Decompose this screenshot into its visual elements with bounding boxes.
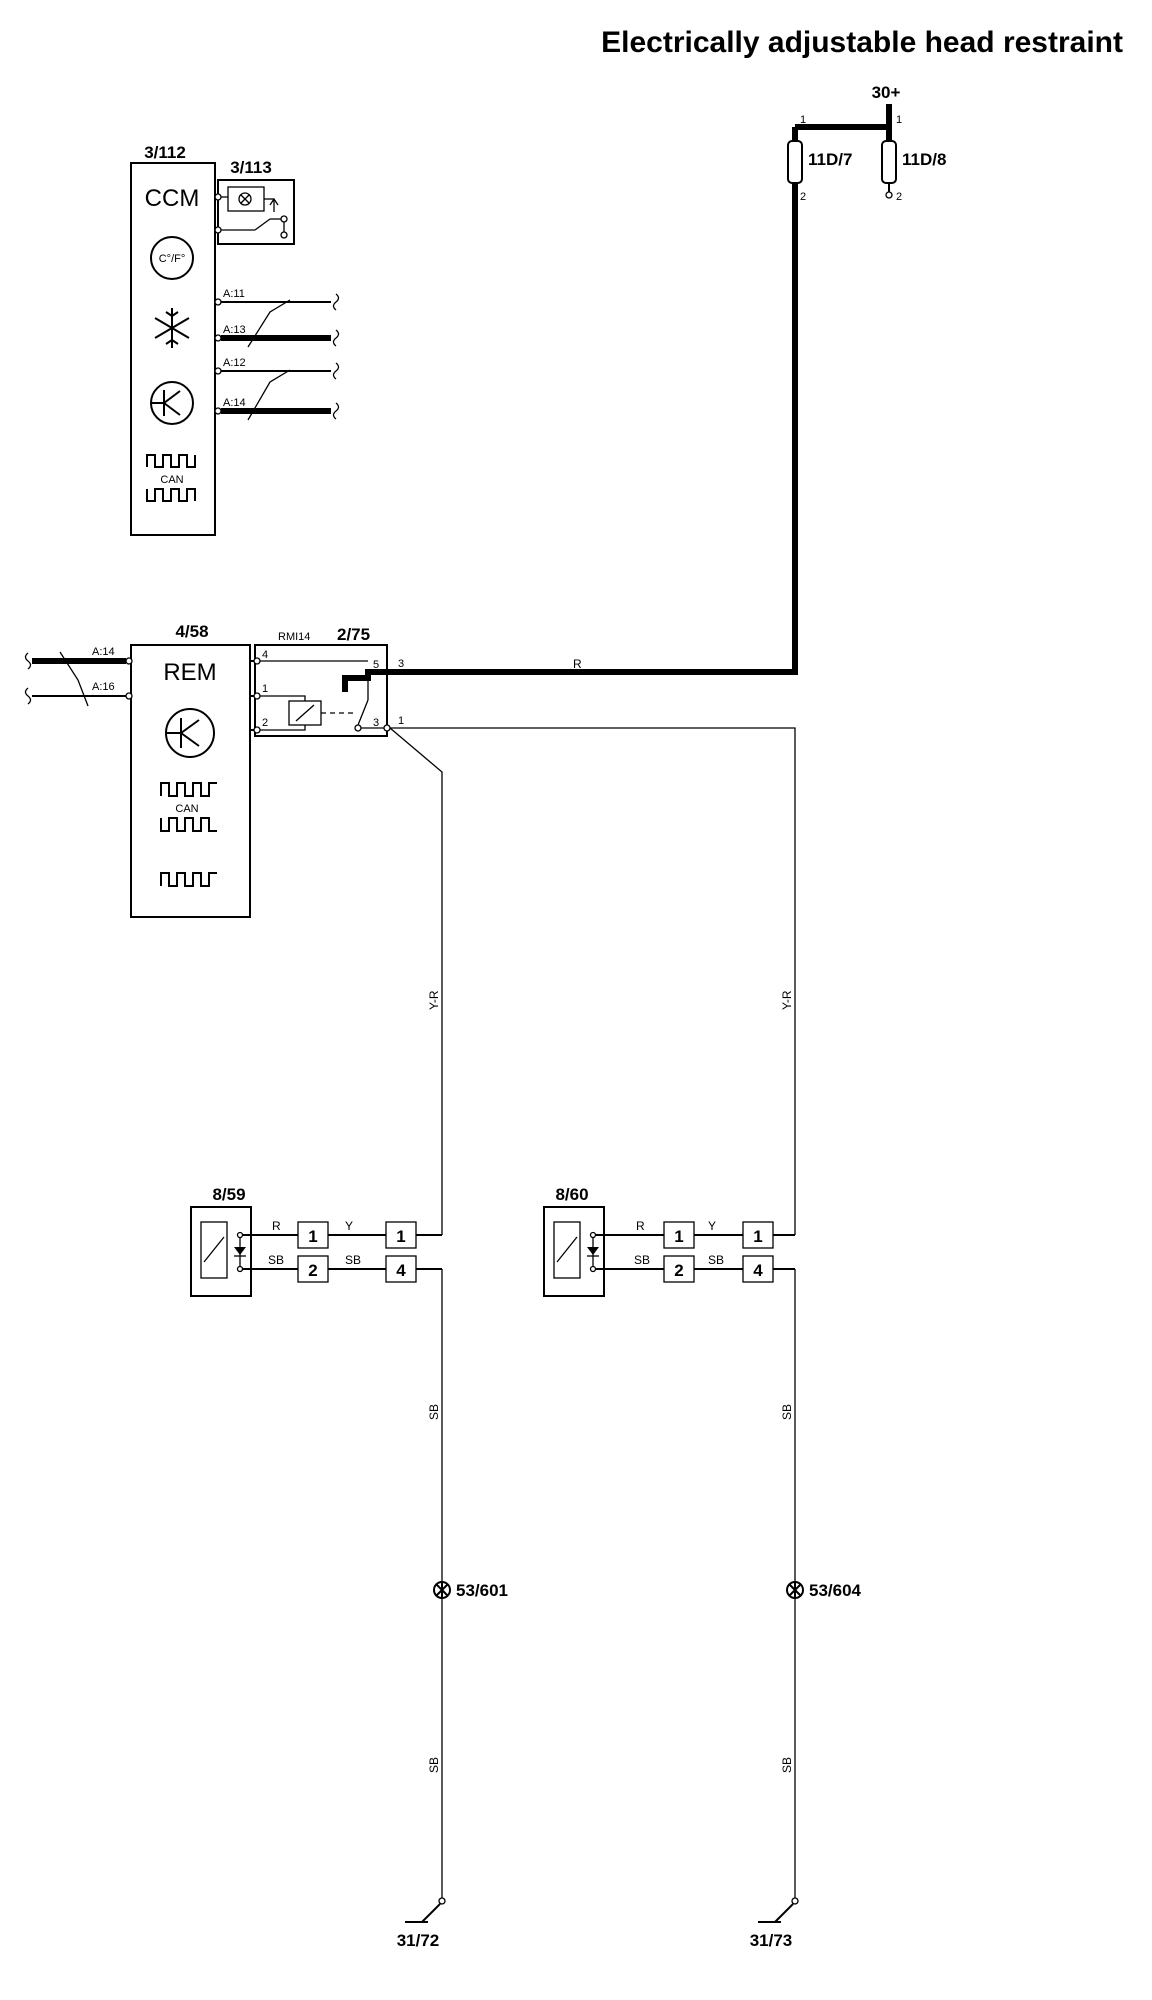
relay-pin5: 5	[373, 659, 379, 671]
motor-1-wire-y: Y	[345, 1219, 353, 1233]
fuse-b-pin2: 2	[896, 191, 902, 203]
wire-yr-right-label: Y-R	[780, 990, 794, 1010]
motor-1-conn-1: 1	[308, 1227, 317, 1246]
switch-id: 3/113	[230, 158, 272, 177]
relay-out-pin1: 1	[398, 715, 404, 727]
splice-1-label: 53/601	[456, 1581, 508, 1600]
wire-r-label: R	[573, 657, 582, 671]
motor-1-conn-3: 1	[396, 1227, 405, 1246]
motor-2-wire-r: R	[636, 1219, 645, 1233]
motor-2-wire-sb: SB	[634, 1253, 650, 1267]
motor-1-wire-sb: SB	[268, 1253, 284, 1267]
relay-pin2: 2	[262, 717, 268, 729]
motor-1-conn-2: 2	[308, 1261, 317, 1280]
motor-2-conn-1: 1	[674, 1227, 683, 1246]
ground-31-72: 31/72	[397, 1897, 446, 1950]
motor-1-wire-r: R	[272, 1219, 281, 1233]
fuse-b-label: 11D/8	[902, 150, 946, 169]
splice-53-601: 53/601	[433, 1581, 508, 1600]
wire-sb-left-label-2: SB	[427, 1757, 441, 1773]
relay-ref: RMI14	[278, 631, 310, 643]
switch-box	[217, 179, 295, 245]
wire-yr-right	[390, 727, 796, 1235]
motor-2-wire-sb2: SB	[708, 1253, 724, 1267]
splice-2-label: 53/604	[809, 1581, 862, 1600]
relay-pin1: 1	[262, 683, 268, 695]
ccm-pin-a13: A:13	[223, 324, 246, 336]
motor-1-conn-4: 4	[396, 1261, 406, 1280]
wire-yr-left	[389, 727, 443, 1235]
fuse-b-pin1: 1	[896, 114, 902, 126]
ccm-pin-a14: A:14	[223, 397, 246, 409]
rem-pin-a14: A:14	[92, 646, 115, 658]
snowflake-icon	[154, 308, 190, 348]
fuse-a-pin2: 2	[800, 191, 806, 203]
pulse-icon	[160, 872, 217, 887]
relay-box	[254, 644, 388, 737]
temp-symbol: C°/F°	[159, 253, 186, 265]
ccm-id: 3/112	[144, 143, 186, 162]
fuse-b-body	[881, 140, 897, 184]
rem-inputs: A:14 A:16	[24, 646, 133, 707]
relay-2-75: RMI14 2/75 4 1 2 5 3 1	[250, 625, 404, 737]
lamp-icon	[238, 192, 252, 206]
motor-8-59: 8/59 R SB 1 2 Y SB 1 4	[190, 1185, 442, 1297]
can-icon: CAN	[160, 782, 217, 832]
fuse-a-label: 11D/7	[808, 150, 852, 169]
rem-module: 4/58 REM CAN	[130, 622, 251, 918]
diagram-title: Electrically adjustable head restraint	[601, 26, 1123, 59]
ground-31-73: 31/73	[750, 1897, 799, 1950]
rem-can-label: CAN	[175, 803, 198, 815]
ground-2-label: 31/73	[750, 1931, 793, 1950]
ccm-can-label: CAN	[160, 474, 183, 486]
transistor-icon	[150, 381, 194, 425]
rem-name: REM	[163, 659, 216, 686]
wire-sb-right-label-1: SB	[780, 1404, 794, 1420]
rem-id: 4/58	[175, 622, 208, 641]
ccm-switch-3-113: 3/113	[214, 158, 295, 245]
fuse-a-body	[787, 140, 803, 184]
temp-icon	[150, 236, 194, 280]
transistor-icon	[165, 708, 215, 758]
motor-2-conn-4: 4	[753, 1261, 763, 1280]
motor-1-wire-sb2: SB	[345, 1253, 361, 1267]
can-icon: CAN	[146, 454, 196, 502]
motor-1-id: 8/59	[212, 1185, 245, 1204]
wire-yr-left-label: Y-R	[427, 990, 441, 1010]
ccm-pin-a11: A:11	[223, 288, 245, 300]
motor-2-conn-2: 2	[674, 1261, 683, 1280]
wire-r-feed	[368, 183, 798, 675]
rem-box	[130, 644, 251, 918]
power-label: 30+	[872, 83, 901, 102]
power-supply: 30+ 1 1 11D/7 2 11D/8 2	[787, 83, 946, 203]
splice-53-604: 53/604	[786, 1581, 862, 1600]
ccm-pin-a12: A:12	[223, 357, 246, 369]
ground-1-label: 31/72	[397, 1931, 440, 1950]
fuse-b-terminal	[885, 191, 893, 199]
relay-out-pin3: 3	[398, 658, 404, 670]
wire-sb-left-label-1: SB	[427, 1404, 441, 1420]
wire-sb-right-label-2: SB	[780, 1757, 794, 1773]
relay-pin3: 3	[373, 717, 379, 729]
relay-id: 2/75	[337, 625, 370, 644]
motor-8-60: 8/60 R SB 1 2 Y SB 1 4	[543, 1185, 795, 1297]
ccm-module: 3/112 CCM C°/F° CAN	[130, 143, 216, 536]
ccm-box	[130, 162, 216, 536]
motor-1-box	[190, 1206, 252, 1297]
motor-2-conn-3: 1	[753, 1227, 762, 1246]
rem-pin-a16: A:16	[92, 681, 115, 693]
motor-2-id: 8/60	[555, 1185, 588, 1204]
motor-2-box	[543, 1206, 605, 1297]
motor-2-wire-y: Y	[708, 1219, 716, 1233]
fuse-a-pin1: 1	[800, 114, 806, 126]
relay-pin4: 4	[262, 649, 268, 661]
ccm-name: CCM	[145, 185, 200, 212]
ccm-outputs: A:11 A:13 A:12 A:14	[214, 288, 340, 421]
